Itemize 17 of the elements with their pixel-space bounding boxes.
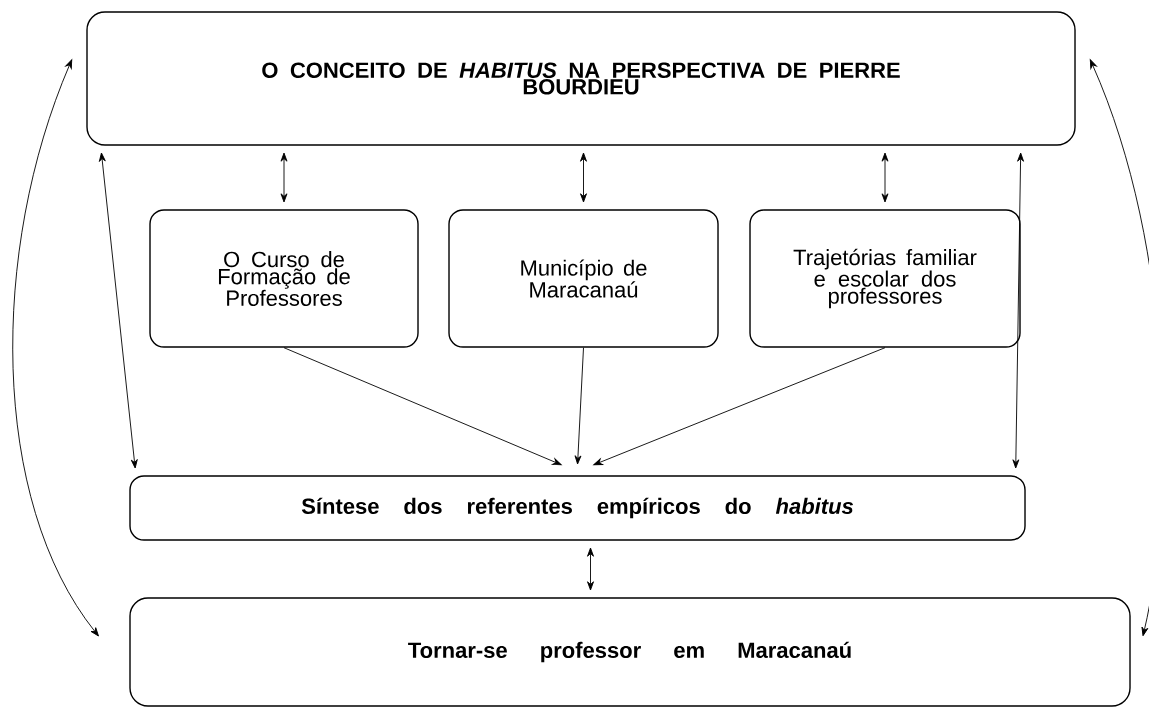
arrow — [574, 347, 584, 465]
arrow — [98, 152, 138, 469]
arrow — [12, 59, 99, 637]
arrow — [283, 347, 562, 466]
concept-box: Síntese dos referentes empíricos do habitus — [129, 475, 1026, 541]
arrow — [1089, 59, 1149, 637]
concept-box: Tornar-se professor em Maracanaú — [129, 597, 1131, 707]
arrow — [580, 152, 587, 203]
arrow — [280, 152, 288, 203]
topic-box: Trajetórias familiar e escolar dos professores — [749, 209, 1021, 348]
concept-box: O CONCEITO DE HABITUS NA PERSPECTIVA DE PIERRE BOURDIEU — [86, 11, 1076, 146]
arrow — [593, 347, 886, 466]
topic-box: Município de Maracanaú — [448, 209, 719, 348]
arrow — [1012, 152, 1024, 469]
arrow — [587, 547, 594, 591]
arrow — [881, 152, 889, 203]
topic-box: O Curso de Formação de Professores — [149, 209, 419, 348]
